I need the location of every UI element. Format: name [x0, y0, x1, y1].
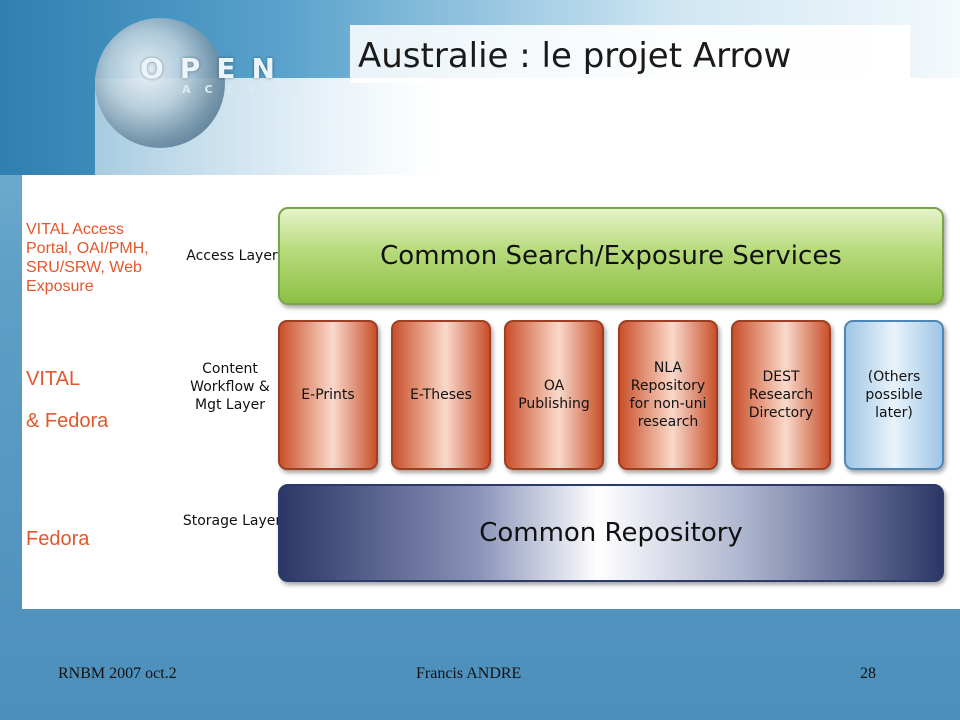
- slide-title: Australie : le projet Arrow: [358, 36, 792, 76]
- column-label: NLA Repository for non-uni research: [629, 360, 707, 430]
- layer-label-access: Access Layer: [186, 248, 278, 264]
- common-search-label: Common Search/Exposure Services: [380, 241, 842, 271]
- column-etheses: E-Theses: [391, 320, 491, 470]
- column-label: E-Theses: [410, 387, 472, 403]
- column-label: E-Prints: [301, 387, 355, 403]
- header-white-panel: [95, 78, 960, 175]
- layer-label-storage: Storage Layer: [182, 513, 282, 529]
- column-dest-directory: DEST Research Directory: [731, 320, 831, 470]
- footer-page-number: 28: [860, 665, 876, 682]
- title-strip: [350, 25, 910, 83]
- logo-access-text: ACCESS: [182, 83, 314, 96]
- footer-left: RNBM 2007 oct.2: [58, 665, 177, 682]
- globe-logo-icon: [95, 18, 225, 148]
- common-repository-bar: Common Repository: [278, 484, 944, 582]
- column-others: (Others possible later): [844, 320, 944, 470]
- footer-center: Francis ANDRE: [416, 665, 522, 682]
- layer-label-content: Content Workflow & Mgt Layer: [190, 361, 270, 413]
- common-repository-label: Common Repository: [479, 518, 743, 548]
- column-label: DEST Research Directory: [748, 369, 814, 421]
- side-label-access: VITAL Access Portal, OAI/PMH, SRU/SRW, W…: [26, 221, 149, 295]
- column-nla-repository: NLA Repository for non-uni research: [618, 320, 718, 470]
- side-label-fedora: Fedora: [26, 528, 90, 550]
- logo-open-text: OPEN: [140, 52, 291, 85]
- common-search-bar: Common Search/Exposure Services: [278, 207, 944, 305]
- side-label-vital: VITAL: [26, 368, 81, 390]
- column-eprints: E-Prints: [278, 320, 378, 470]
- side-label-fedora-amp: & Fedora: [26, 410, 109, 432]
- column-oa-publishing: OA Publishing: [504, 320, 604, 470]
- column-label: (Others possible later): [865, 369, 923, 421]
- column-label: OA Publishing: [518, 378, 590, 412]
